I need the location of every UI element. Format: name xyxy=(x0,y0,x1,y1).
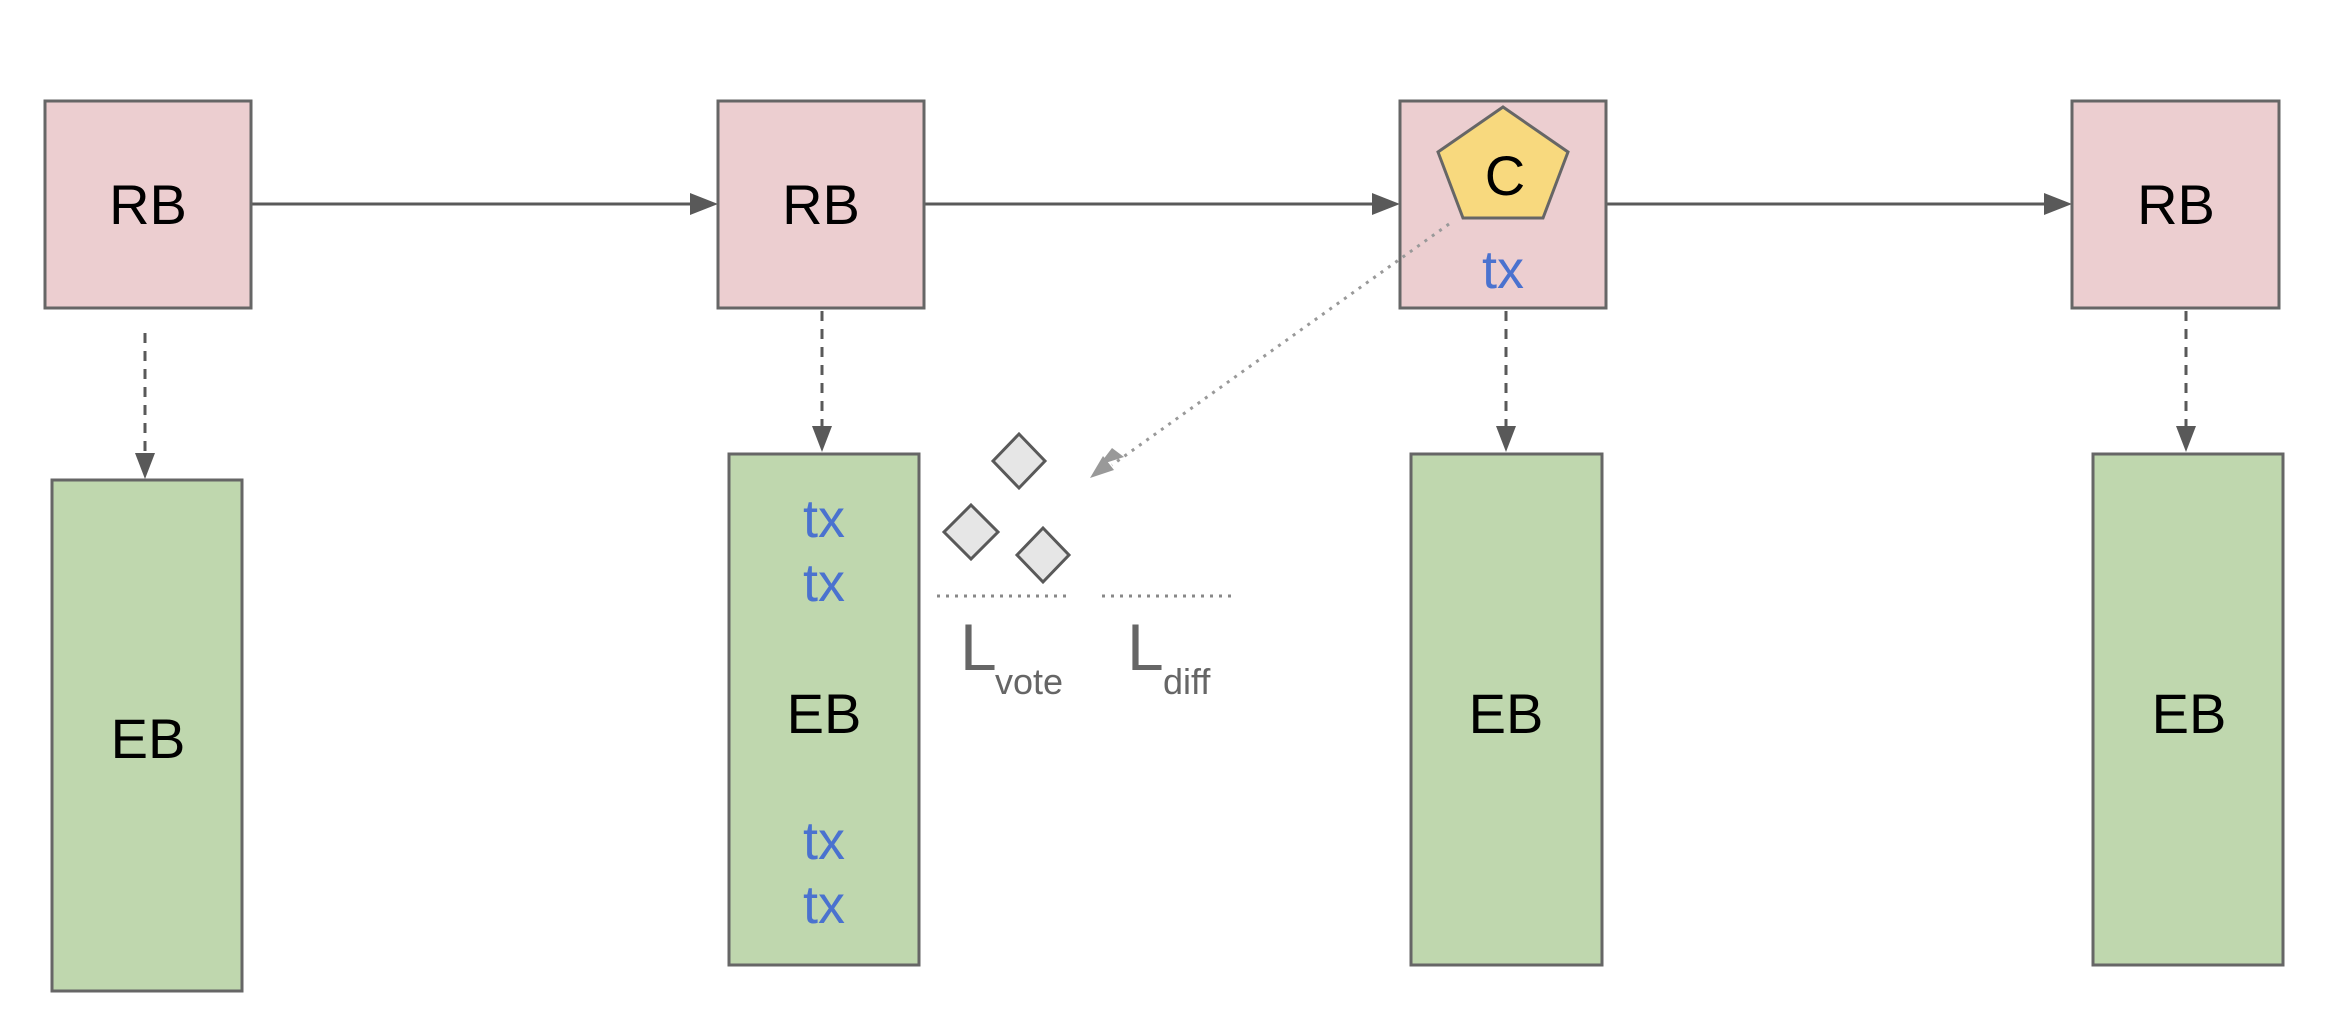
l-vote-sub: vote xyxy=(995,661,1063,702)
certificate-votes-arrow xyxy=(1111,222,1450,467)
endorser-block-4: EB xyxy=(2091,452,2285,967)
vote-diamond-icon xyxy=(941,502,1001,562)
dashed-arrow-head-4 xyxy=(2176,426,2196,452)
certified-rb-tx: tx xyxy=(1482,240,1524,300)
ranking-block-2: RB xyxy=(716,99,926,310)
dashed-arrow-head-1 xyxy=(135,453,155,479)
l-diff-parameter: L diff xyxy=(1127,610,1211,702)
endorser-block-3-label: EB xyxy=(1469,682,1544,745)
l-vote-parameter: L vote xyxy=(960,610,1063,702)
endorser-block-1: EB xyxy=(50,478,244,993)
certified-ranking-block: C tx xyxy=(1398,99,1608,310)
eb-tx-4: tx xyxy=(803,875,845,935)
ranking-block-1: RB xyxy=(43,99,253,310)
l-diff-sub: diff xyxy=(1163,661,1211,702)
l-vote-main: L xyxy=(960,610,997,684)
eb-tx-2: tx xyxy=(803,553,845,613)
certificate-pentagon-icon xyxy=(1436,105,1570,220)
eb-tx-1: tx xyxy=(803,489,845,549)
dashed-arrow-head-2 xyxy=(812,426,832,452)
dashed-arrow-head-3 xyxy=(1496,426,1516,452)
l-diff-main: L xyxy=(1127,610,1164,684)
vote-diamond-icon xyxy=(990,431,1048,491)
ranking-block-4: RB xyxy=(2070,99,2281,310)
endorser-block-3: EB xyxy=(1409,452,1604,967)
endorser-block-1-label: EB xyxy=(111,707,186,770)
chain-arrow-head-1 xyxy=(690,193,718,215)
chain-arrow-head-3 xyxy=(2044,193,2072,215)
eb-tx-3: tx xyxy=(803,811,845,871)
chain-arrow-head-2 xyxy=(1372,193,1400,215)
endorser-block-2-label: EB xyxy=(787,682,862,745)
endorser-block-2: tx tx EB tx tx xyxy=(727,452,921,967)
ranking-block-2-label: RB xyxy=(782,173,860,236)
endorser-block-4-label: EB xyxy=(2152,682,2227,745)
certificate-label: C xyxy=(1485,144,1525,207)
certificate-votes-arrowhead xyxy=(1090,456,1114,478)
ranking-block-4-label: RB xyxy=(2137,173,2215,236)
ranking-block-1-label: RB xyxy=(109,173,187,236)
vote-diamond-icon xyxy=(1014,525,1072,585)
